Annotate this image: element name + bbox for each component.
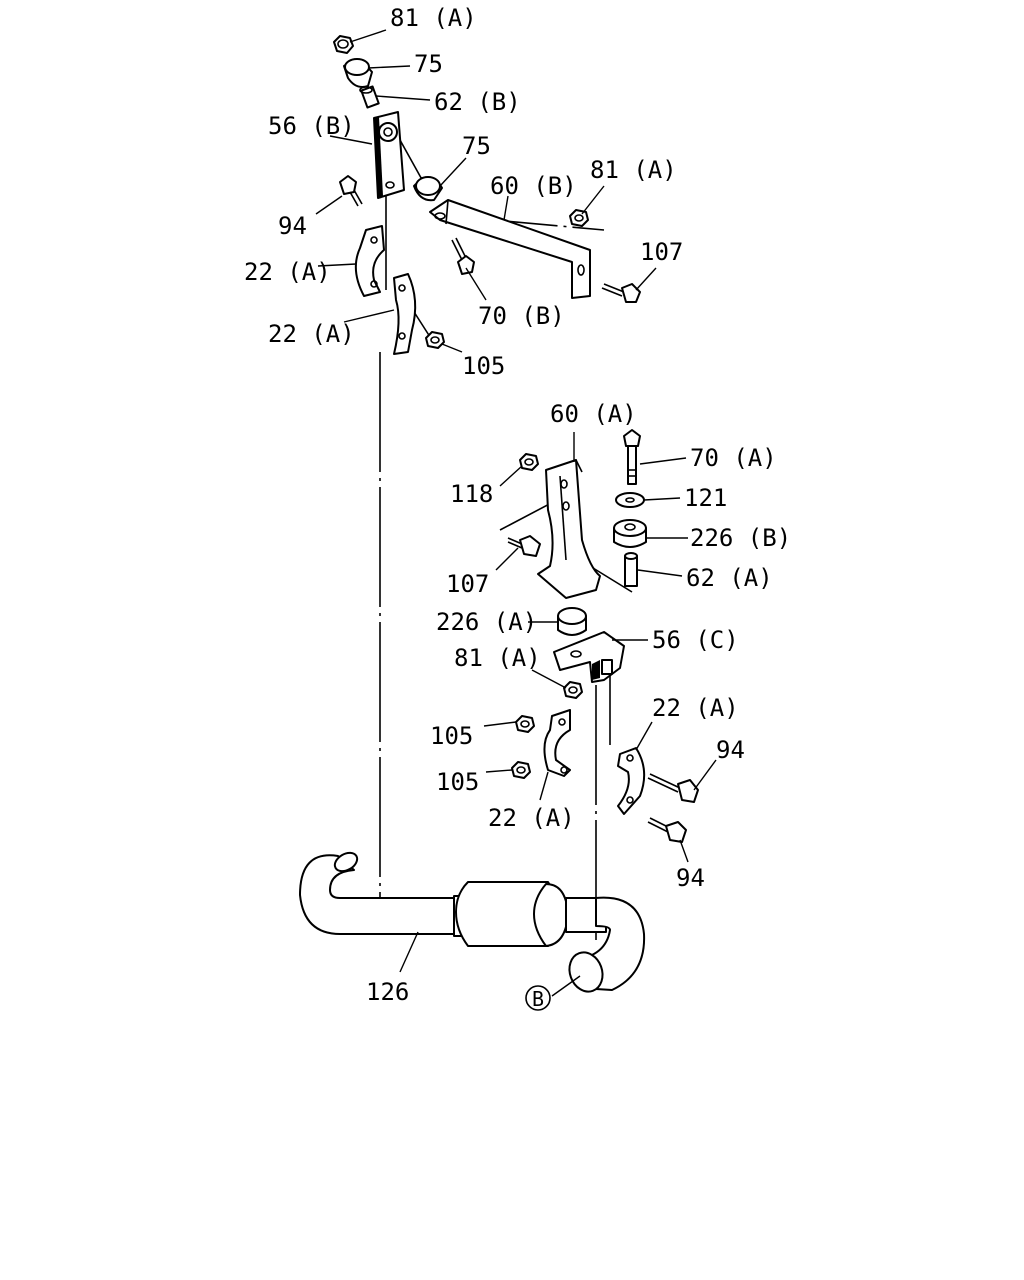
collar-62a bbox=[624, 552, 638, 587]
callout-226b: 226 (B) bbox=[690, 524, 791, 552]
leader-lines bbox=[315, 29, 717, 997]
callout-107-top: 107 bbox=[640, 238, 683, 266]
connection-marker-b: B bbox=[525, 985, 551, 1011]
collar-62b bbox=[359, 85, 380, 109]
bracket-60b bbox=[429, 199, 591, 299]
nut-105-a bbox=[515, 715, 535, 733]
bolt-70a bbox=[623, 429, 641, 485]
cushion-75-top bbox=[343, 58, 373, 88]
clamp-22a-1 bbox=[354, 225, 385, 297]
washer-121 bbox=[615, 492, 645, 508]
nut-81a-right bbox=[569, 209, 589, 227]
callout-22a-3: 22 (A) bbox=[652, 694, 739, 722]
clamp-22a-3 bbox=[617, 747, 646, 815]
callout-75-mid: 75 bbox=[462, 132, 491, 160]
callout-70a: 70 (A) bbox=[690, 444, 777, 472]
callout-22a-4: 22 (A) bbox=[488, 804, 575, 832]
cushion-226a bbox=[557, 607, 587, 636]
nut-81a-mid bbox=[563, 681, 583, 699]
callout-81a-top: 81 (A) bbox=[390, 4, 477, 32]
callout-105-top: 105 bbox=[462, 352, 505, 380]
callout-94-b: 94 bbox=[676, 864, 705, 892]
callout-22a-1: 22 (A) bbox=[244, 258, 331, 286]
callout-60a: 60 (A) bbox=[550, 400, 637, 428]
bolt-107-mid bbox=[507, 535, 541, 557]
bracket-60a bbox=[537, 459, 601, 599]
callout-56b: 56 (B) bbox=[268, 112, 355, 140]
callout-56c: 56 (C) bbox=[652, 626, 739, 654]
marker-b-label: B bbox=[532, 987, 544, 1011]
callout-81a-mid: 81 (A) bbox=[454, 644, 541, 672]
bolt-94-b bbox=[647, 817, 687, 843]
callout-94-a: 94 bbox=[716, 736, 745, 764]
callout-22a-2: 22 (A) bbox=[268, 320, 355, 348]
callout-70b: 70 (B) bbox=[478, 302, 565, 330]
callout-118: 118 bbox=[450, 480, 493, 508]
nut-105-b bbox=[511, 761, 531, 779]
callout-62b: 62 (B) bbox=[434, 88, 521, 116]
callout-94-top: 94 bbox=[278, 212, 307, 240]
callout-105-a: 105 bbox=[430, 722, 473, 750]
callout-107-mid: 107 bbox=[446, 570, 489, 598]
nut-81a-top bbox=[333, 35, 354, 54]
callout-62a: 62 (A) bbox=[686, 564, 773, 592]
callout-226a: 226 (A) bbox=[436, 608, 537, 636]
callout-105-b: 105 bbox=[436, 768, 479, 796]
hanger-56c bbox=[553, 631, 625, 683]
callout-75-top: 75 bbox=[414, 50, 443, 78]
hanger-56b bbox=[373, 111, 405, 199]
bolt-94-a bbox=[647, 773, 699, 803]
bolt-94-top bbox=[339, 175, 363, 207]
clamp-22a-2 bbox=[393, 273, 417, 355]
callout-121: 121 bbox=[684, 484, 727, 512]
silencer-pipe-126 bbox=[299, 851, 646, 993]
nut-105-top bbox=[425, 331, 445, 349]
clamp-22a-4 bbox=[543, 709, 571, 777]
callout-81a-right: 81 (A) bbox=[590, 156, 677, 184]
callout-126: 126 bbox=[366, 978, 409, 1006]
bolt-70b bbox=[451, 237, 475, 275]
nut-118 bbox=[519, 453, 539, 471]
cushion-226b bbox=[613, 519, 647, 548]
bolt-107-top bbox=[601, 283, 641, 303]
callout-labels: 81 (A) 75 62 (B) 56 (B) 75 60 (B) 81 (A)… bbox=[244, 4, 791, 1006]
callout-60b: 60 (B) bbox=[490, 172, 577, 200]
cushion-75-mid bbox=[413, 176, 443, 202]
